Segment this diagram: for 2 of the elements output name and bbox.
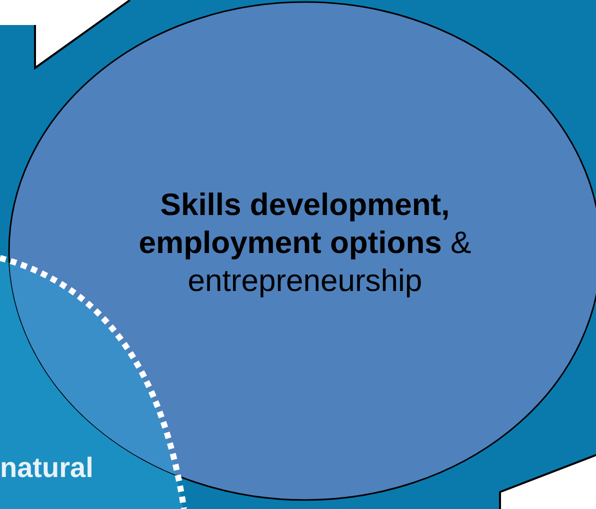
ellipse-text: Skills development, employment options & entrepreneurship [138, 186, 472, 300]
region-label: natural [0, 452, 94, 484]
